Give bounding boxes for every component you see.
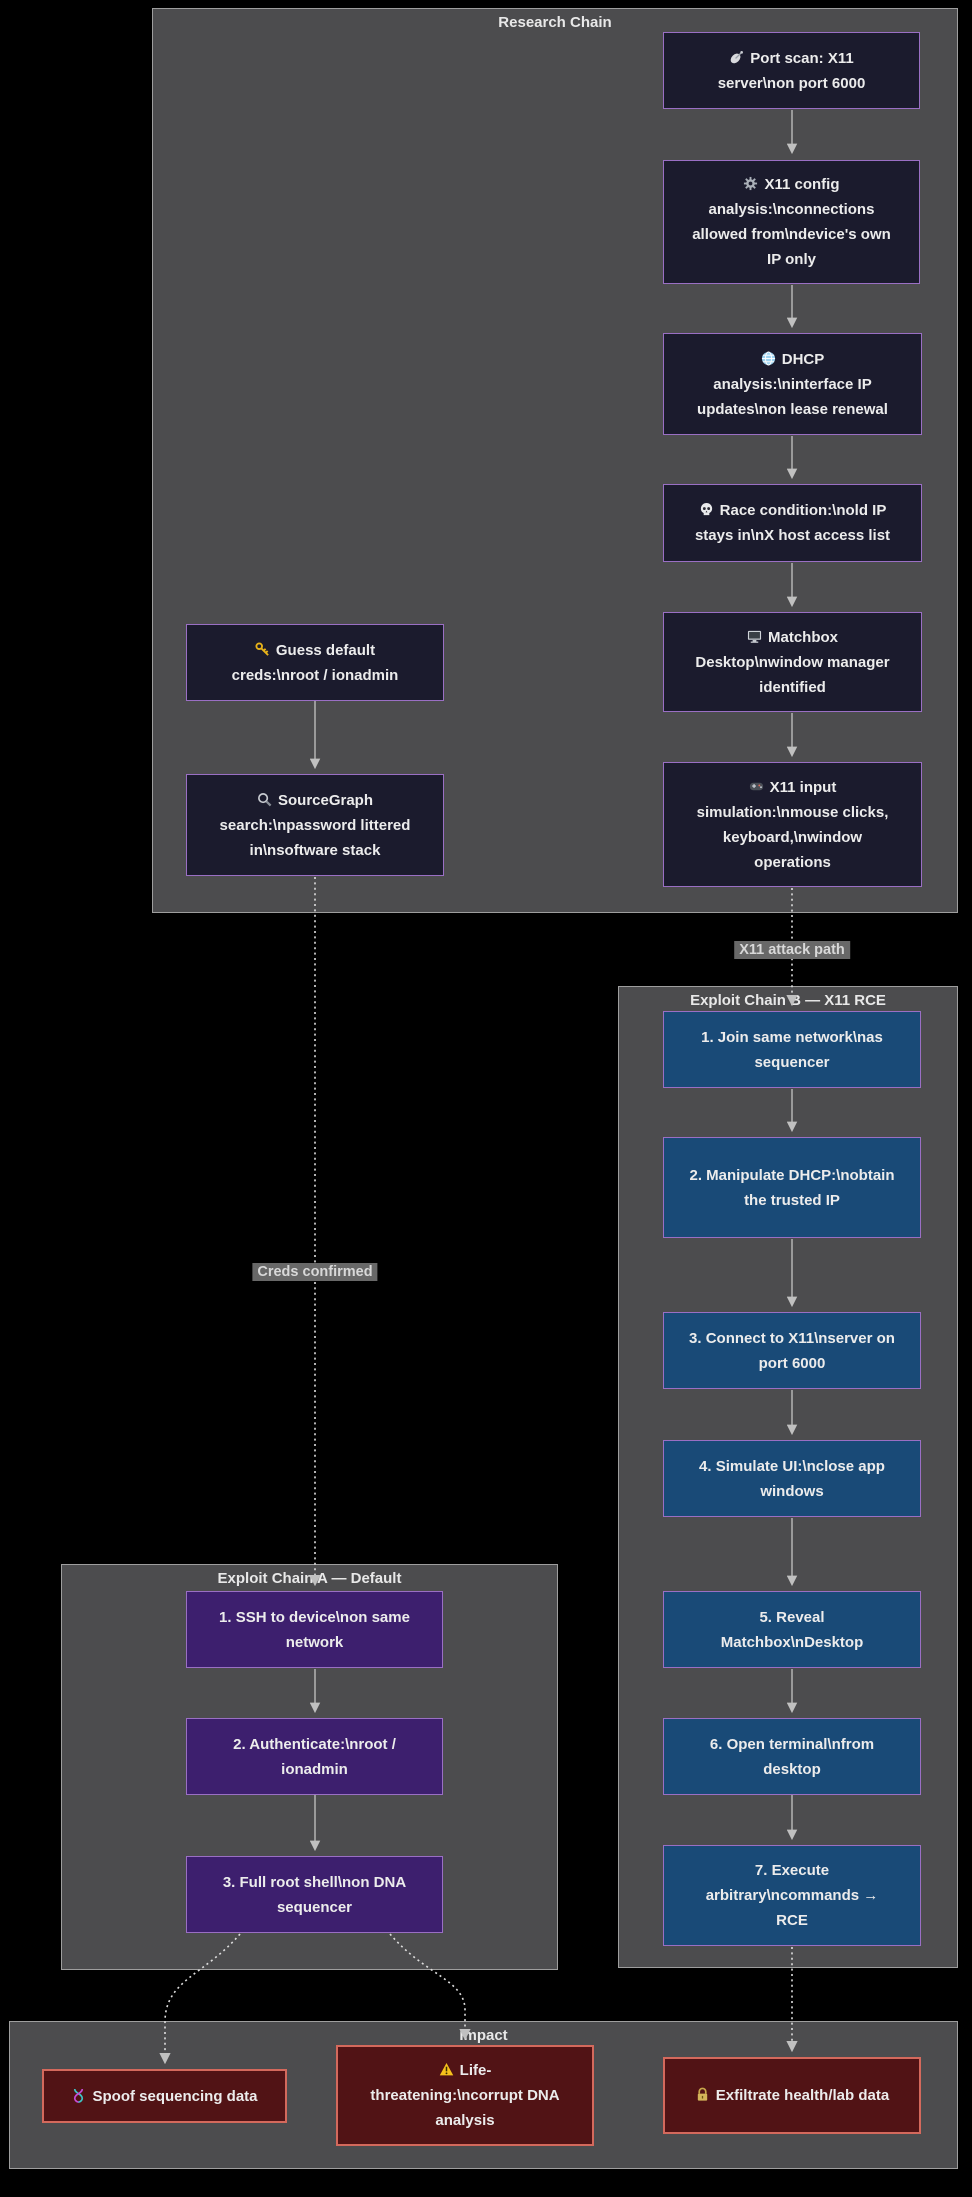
node-b4-label: 4. Simulate UI:\nclose app windows bbox=[699, 1457, 885, 1500]
cluster-exploit-chain-a-title: Exploit Chain A — Default bbox=[217, 1570, 402, 1587]
node-impact-spoof: Spoof sequencing data bbox=[42, 2069, 287, 2123]
node-race-condition: Race condition:\nold IP stays in\nX host… bbox=[663, 484, 922, 562]
node-port-scan: Port scan: X11 server\non port 6000 bbox=[663, 32, 920, 109]
cluster-impact-title: Impact bbox=[459, 2027, 508, 2044]
gamepad-icon bbox=[749, 782, 763, 790]
node-race-condition-label: Race condition:\nold IP stays in\nX host… bbox=[694, 502, 891, 544]
node-impact-life-label: Life-threatening:\ncorrupt DNA analysis bbox=[370, 2062, 560, 2129]
node-matchbox-desktop-label: Matchbox Desktop\nwindow manager identif… bbox=[695, 628, 890, 696]
node-a3-root-shell: 3. Full root shell\non DNA sequencer bbox=[186, 1856, 443, 1933]
node-impact-exfiltrate-label: Exfiltrate health/lab data bbox=[715, 2087, 890, 2104]
node-sourcegraph: SourceGraph search:\npassword littered i… bbox=[186, 774, 444, 876]
node-b6-open-terminal: 6. Open terminal\nfrom desktop bbox=[663, 1718, 921, 1795]
node-b7-label: 7. Execute arbitrary\ncommands → RCE bbox=[705, 1862, 879, 1929]
node-b7-execute-commands: 7. Execute arbitrary\ncommands → RCE bbox=[663, 1845, 921, 1946]
node-impact-exfiltrate: Exfiltrate health/lab data bbox=[663, 2057, 921, 2134]
node-matchbox-desktop: Matchbox Desktop\nwindow manager identif… bbox=[663, 612, 922, 712]
node-b2-label: 2. Manipulate DHCP:\nobtain the trusted … bbox=[689, 1166, 895, 1209]
node-sourcegraph-label: SourceGraph search:\npassword littered i… bbox=[219, 791, 411, 859]
node-a3-label: 3. Full root shell\non DNA sequencer bbox=[222, 1873, 407, 1916]
skull-icon bbox=[700, 502, 712, 516]
node-b4-simulate-ui: 4. Simulate UI:\nclose app windows bbox=[663, 1440, 921, 1517]
warning-icon bbox=[439, 2062, 453, 2076]
node-x11-config-label: X11 config analysis:\nconnections allowe… bbox=[692, 176, 891, 268]
satellite-dish-icon bbox=[731, 50, 744, 63]
monitor-icon bbox=[747, 630, 762, 643]
node-b3-connect-x11: 3. Connect to X11\nserver on port 6000 bbox=[663, 1312, 921, 1389]
cluster-exploit-chain-b-title: Exploit Chain B — X11 RCE bbox=[690, 992, 886, 1009]
node-b1-label: 1. Join same network\nas sequencer bbox=[701, 1028, 883, 1071]
edge-label-creds-confirmed: Creds confirmed bbox=[252, 1263, 378, 1281]
node-a1-label: 1. SSH to device\non same network bbox=[219, 1608, 410, 1651]
node-dhcp-analysis-label: DHCP analysis:\ninterface IP updates\non… bbox=[697, 350, 888, 418]
node-dhcp-analysis: DHCP analysis:\ninterface IP updates\non… bbox=[663, 333, 922, 435]
node-b1-join-network: 1. Join same network\nas sequencer bbox=[663, 1011, 921, 1088]
cluster-research-chain: Research Chain bbox=[152, 8, 958, 913]
magnifier-icon bbox=[258, 792, 272, 806]
node-b6-label: 6. Open terminal\nfrom desktop bbox=[709, 1735, 875, 1778]
node-b5-label: 5. Reveal Matchbox\nDesktop bbox=[720, 1608, 864, 1651]
gear-icon bbox=[744, 176, 758, 191]
edge-label-x11-attack-path: X11 attack path bbox=[734, 941, 850, 959]
lock-icon bbox=[697, 2087, 707, 2101]
node-a2-authenticate: 2. Authenticate:\nroot / ionadmin bbox=[186, 1718, 443, 1795]
node-a2-label: 2. Authenticate:\nroot / ionadmin bbox=[233, 1735, 396, 1778]
node-a1-ssh: 1. SSH to device\non same network bbox=[186, 1591, 443, 1668]
node-impact-life-threatening: Life-threatening:\ncorrupt DNA analysis bbox=[336, 2045, 594, 2146]
key-icon bbox=[255, 641, 269, 656]
node-b2-manipulate-dhcp: 2. Manipulate DHCP:\nobtain the trusted … bbox=[663, 1137, 921, 1238]
node-b3-label: 3. Connect to X11\nserver on port 6000 bbox=[689, 1329, 895, 1372]
globe-icon bbox=[761, 350, 775, 366]
node-b5-reveal-matchbox: 5. Reveal Matchbox\nDesktop bbox=[663, 1591, 921, 1668]
node-port-scan-label: Port scan: X11 server\non port 6000 bbox=[717, 49, 866, 92]
node-x11-input-label: X11 input simulation:\nmouse clicks, key… bbox=[696, 778, 889, 871]
node-x11-input: X11 input simulation:\nmouse clicks, key… bbox=[663, 762, 922, 887]
node-impact-spoof-label: Spoof sequencing data bbox=[92, 2087, 258, 2105]
node-x11-config: X11 config analysis:\nconnections allowe… bbox=[663, 160, 920, 284]
dna-icon bbox=[74, 2088, 84, 2103]
node-guess-creds-label: Guess default creds:\nroot / ionadmin bbox=[231, 641, 399, 684]
cluster-research-chain-title: Research Chain bbox=[498, 14, 612, 31]
node-guess-creds: Guess default creds:\nroot / ionadmin bbox=[186, 624, 444, 701]
